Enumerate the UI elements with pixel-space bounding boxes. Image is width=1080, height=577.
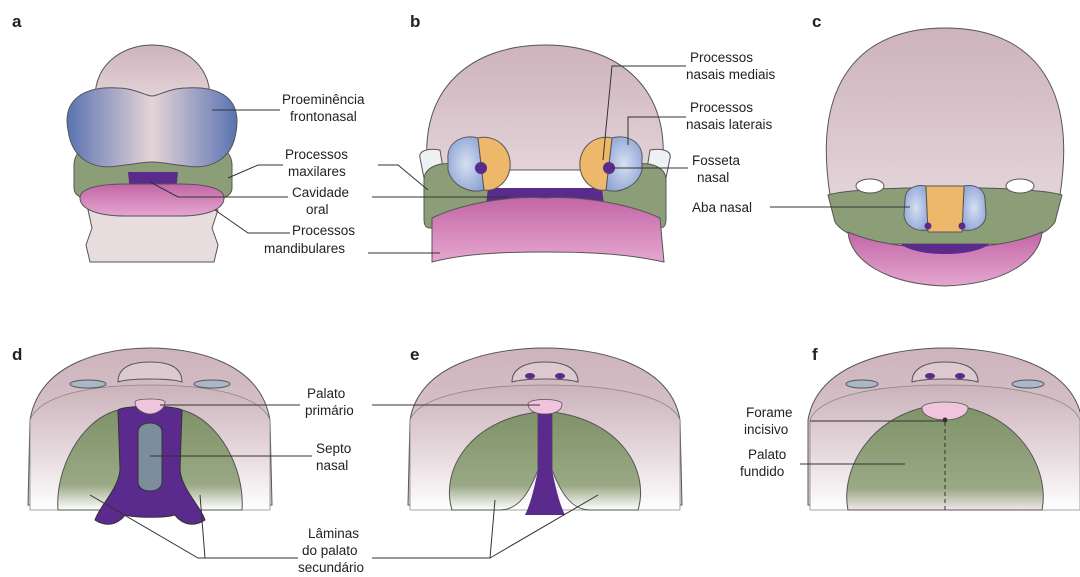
label-processos-mandibulares: Processos mandibulares: [215, 210, 355, 256]
panel-letter-e: e: [410, 345, 419, 364]
label-line: Proeminência: [282, 92, 365, 107]
label-line: Processos: [292, 223, 355, 238]
label-line: mandibulares: [264, 241, 345, 256]
label-line: Processos: [690, 100, 753, 115]
panel-c-illustration: [826, 28, 1063, 286]
panel-letter-b: b: [410, 12, 420, 31]
panel-letter-c: c: [812, 12, 821, 31]
panel-f-illustration: [808, 348, 1080, 510]
label-line: Palato: [748, 447, 786, 462]
label-line: Processos: [690, 50, 753, 65]
panel-b-illustration: [420, 45, 670, 262]
panel-letter-d: d: [12, 345, 22, 364]
label-line: nasais mediais: [686, 67, 776, 82]
label-line: frontonasal: [290, 109, 357, 124]
label-line: Cavidade: [292, 185, 349, 200]
label-line: Processos: [285, 147, 348, 162]
panel-d-illustration: [28, 348, 272, 524]
label-line: do palato: [302, 543, 358, 558]
label-line: secundário: [298, 560, 364, 575]
panel-letter-f: f: [812, 345, 818, 364]
label-line: nasais laterais: [686, 117, 773, 132]
panel-letter-a: a: [12, 12, 22, 31]
panel-e-illustration: [408, 348, 682, 515]
leader-maxilares-b: [378, 165, 428, 190]
label-line: nasal: [697, 170, 729, 185]
panel-a-illustration: [67, 45, 237, 262]
label-line: Fosseta: [692, 153, 741, 168]
label-line: primário: [305, 403, 354, 418]
label-line: Forame: [746, 405, 793, 420]
label-line: Lâminas: [308, 526, 359, 541]
label-line: fundido: [740, 464, 784, 479]
label-line: maxilares: [288, 164, 346, 179]
label-line: incisivo: [744, 422, 788, 437]
label-processos-maxilares: Processos maxilares: [228, 147, 348, 179]
label-line: nasal: [316, 458, 348, 473]
label-line: oral: [306, 202, 329, 217]
label-line: Aba nasal: [692, 200, 752, 215]
label-line: Palato: [307, 386, 345, 401]
label-line: Septo: [316, 441, 351, 456]
